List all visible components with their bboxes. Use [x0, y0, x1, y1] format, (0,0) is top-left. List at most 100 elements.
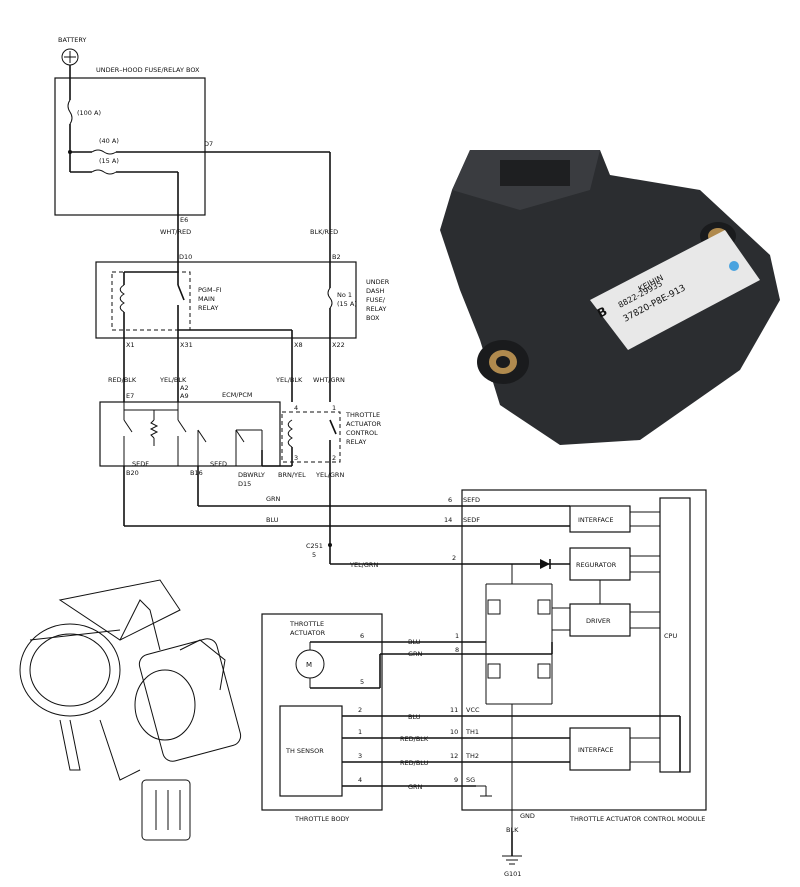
svg-text:(15 A): (15 A) [99, 157, 119, 165]
svg-text:No 1: No 1 [337, 291, 352, 299]
ecm-pcm-box [99, 401, 281, 467]
diode-symbol [540, 559, 550, 569]
svg-text:GND: GND [520, 812, 535, 820]
svg-text:10: 10 [450, 728, 458, 736]
svg-text:SG: SG [466, 776, 475, 784]
svg-text:GRN: GRN [266, 495, 281, 503]
svg-text:X8: X8 [294, 341, 303, 349]
svg-text:5: 5 [360, 678, 364, 686]
svg-text:GRN: GRN [408, 783, 423, 791]
svg-text:D15: D15 [238, 480, 251, 488]
throttle-actuator-control-relay [281, 411, 341, 463]
svg-text:DBWRLY: DBWRLY [238, 471, 265, 479]
svg-text:FUSE/: FUSE/ [366, 296, 386, 304]
svg-text:11: 11 [450, 706, 458, 714]
svg-text:DRIVER: DRIVER [586, 617, 611, 625]
svg-text:4: 4 [358, 776, 362, 784]
interface-block-2 [569, 727, 631, 771]
ecm-internal-switches [123, 402, 263, 466]
fuse-15a [91, 169, 117, 175]
svg-text:WHT/GRN: WHT/GRN [313, 376, 345, 384]
svg-text:WHT/RED: WHT/RED [160, 228, 191, 236]
throttle-body-box [261, 613, 383, 811]
svg-text:RED/BLK: RED/BLK [108, 376, 137, 384]
sg-ground-symbol [476, 785, 492, 797]
svg-text:SEFD: SEFD [210, 460, 227, 468]
cpu-block [659, 497, 691, 773]
svg-text:YEL/GRN: YEL/GRN [349, 561, 378, 569]
h-bridge-transistors [485, 564, 553, 832]
svg-text:BLK/RED: BLK/RED [310, 228, 338, 236]
under-hood-box-label: UNDER–HOOD FUSE/RELAY BOX [96, 66, 200, 74]
svg-text:(40 A): (40 A) [99, 137, 119, 145]
svg-text:BLU: BLU [408, 713, 421, 721]
svg-text:A2: A2 [180, 384, 189, 392]
svg-text:CPU: CPU [664, 632, 677, 640]
module-label-sticker [590, 230, 760, 350]
svg-text:THROTTLE: THROTTLE [289, 620, 324, 628]
svg-text:1: 1 [358, 728, 362, 736]
svg-text:RELAY: RELAY [198, 304, 218, 312]
svg-text:C251: C251 [306, 542, 323, 550]
interface-block-1 [569, 505, 631, 533]
svg-text:TH SENSOR: TH SENSOR [285, 747, 324, 755]
svg-text:INTERFACE: INTERFACE [578, 746, 614, 754]
svg-text:DASH: DASH [366, 287, 384, 295]
svg-text:2: 2 [452, 554, 456, 562]
svg-text:A9: A9 [180, 392, 189, 400]
svg-text:BLK: BLK [506, 826, 519, 834]
svg-text:GRN: GRN [408, 650, 423, 658]
svg-text:ACTUATOR: ACTUATOR [346, 420, 382, 428]
svg-text:X22: X22 [332, 341, 345, 349]
svg-text:G101: G101 [504, 870, 521, 878]
svg-text:BRN/YEL: BRN/YEL [278, 471, 306, 479]
ground-symbol [502, 855, 522, 865]
svg-text:B2: B2 [332, 253, 341, 261]
th-sensor-block [279, 705, 343, 797]
svg-text:REGURATOR: REGURATOR [576, 561, 617, 569]
svg-text:MAIN: MAIN [198, 295, 215, 303]
svg-text:THROTTLE BODY: THROTTLE BODY [294, 815, 349, 823]
svg-text:2: 2 [332, 454, 336, 462]
svg-text:THROTTLE ACTUATOR CONTROL MODU: THROTTLE ACTUATOR CONTROL MODULE [569, 815, 705, 823]
svg-text:(100 A): (100 A) [77, 109, 101, 117]
svg-text:ECM/PCM: ECM/PCM [222, 391, 253, 399]
svg-text:E6: E6 [180, 216, 188, 224]
under-dash-fuse-box [95, 261, 357, 339]
svg-text:YEL/BLK: YEL/BLK [275, 376, 303, 384]
svg-text:X31: X31 [180, 341, 193, 349]
fuse-no1-15a [327, 287, 333, 309]
svg-text:(15 A): (15 A) [337, 300, 357, 308]
svg-text:B16: B16 [190, 469, 203, 477]
svg-text:BLU: BLU [266, 516, 279, 524]
svg-text:ACTUATOR: ACTUATOR [290, 629, 326, 637]
svg-text:D7: D7 [204, 140, 213, 148]
module-photo: B 37820-P8E-913 8822-29935 KEIHIN [440, 150, 780, 445]
svg-text:THROTTLE: THROTTLE [345, 411, 380, 419]
svg-text:UNDER: UNDER [366, 278, 390, 286]
blue-dot-badge [729, 261, 739, 271]
fuse-40a [91, 149, 117, 155]
svg-text:5: 5 [312, 551, 316, 559]
svg-text:1: 1 [332, 404, 336, 412]
svg-text:9: 9 [454, 776, 458, 784]
svg-text:BOX: BOX [366, 314, 380, 322]
svg-text:VCC: VCC [466, 706, 480, 714]
under-hood-fuse-box [54, 77, 206, 216]
svg-text:RED/BLK: RED/BLK [400, 735, 429, 743]
battery-label: BATTERY [58, 36, 86, 44]
svg-text:X1: X1 [126, 341, 135, 349]
svg-text:RED/BLU: RED/BLU [400, 759, 429, 767]
svg-text:3: 3 [294, 454, 298, 462]
svg-text:14: 14 [444, 516, 452, 524]
svg-text:2: 2 [358, 706, 362, 714]
svg-text:SEDF: SEDF [463, 516, 480, 524]
svg-text:E7: E7 [126, 392, 134, 400]
fuse-100a [67, 99, 73, 125]
svg-text:3: 3 [358, 752, 362, 760]
svg-text:1: 1 [455, 632, 459, 640]
battery-symbol [61, 48, 79, 66]
svg-text:RELAY: RELAY [346, 438, 366, 446]
svg-text:YEL/BLK: YEL/BLK [159, 376, 187, 384]
svg-text:SEFD: SEFD [463, 496, 480, 504]
